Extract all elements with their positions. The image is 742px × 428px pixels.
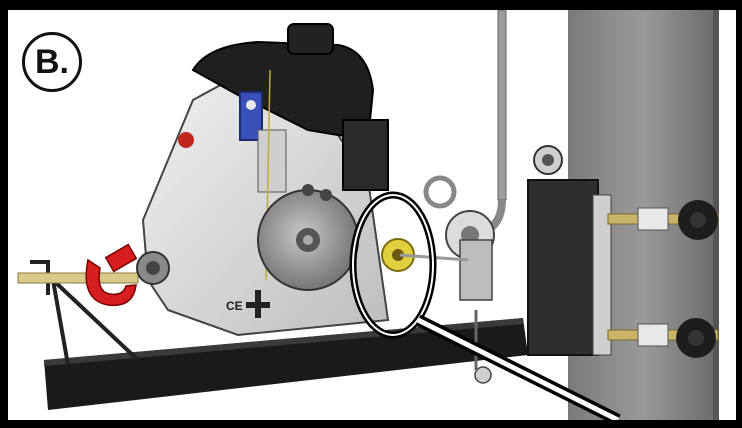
winch-illustration: CE [17,10,719,420]
illustration-panel: CE [8,10,736,420]
rope-guide-pulley [423,175,495,384]
engine [178,23,389,191]
upper-knob-bolt [607,200,719,240]
vertical-rod [481,10,507,236]
support-legs [30,260,140,366]
ce-marking: CE [226,299,243,313]
highlight-callout [349,191,621,420]
t-handle [246,290,270,318]
figure-label-badge: B. [22,32,82,92]
base-beam [44,318,528,410]
hook-rod [17,272,139,284]
housing-bolts [302,184,332,201]
yellow-bolt [381,238,469,272]
capstan-drum [257,189,359,291]
red-hook [85,243,138,307]
lower-knob-bolt [607,318,719,358]
post-mount-bracket [527,145,612,356]
